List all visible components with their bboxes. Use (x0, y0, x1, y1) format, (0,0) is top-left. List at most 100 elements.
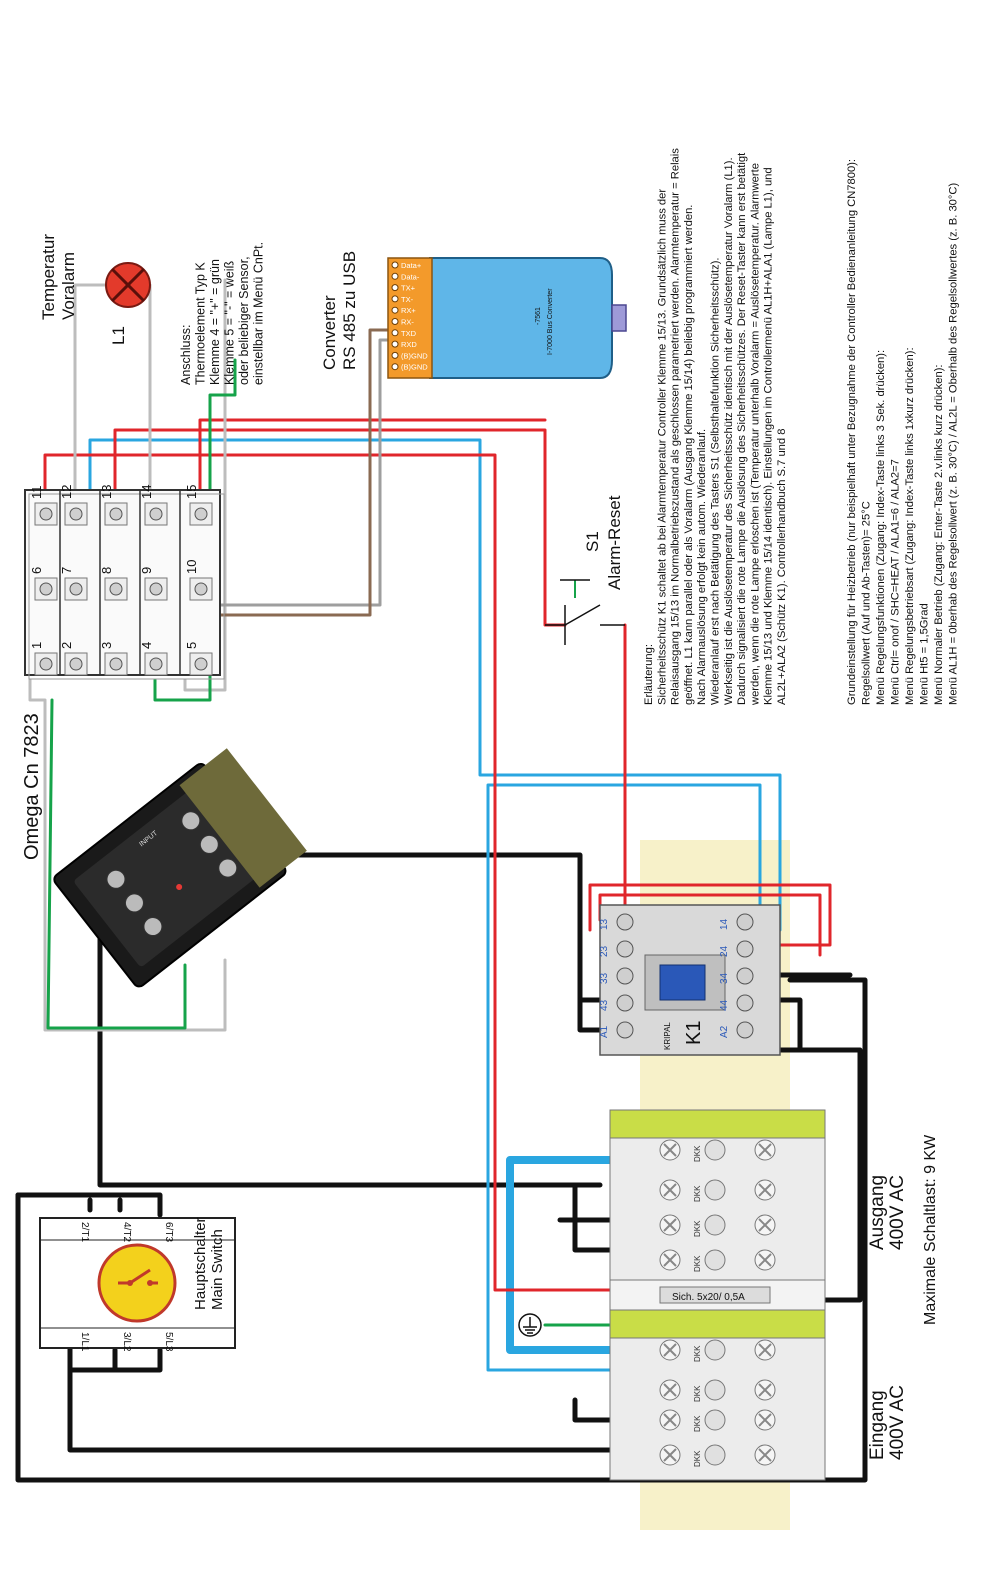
controller-terminal-number: 7 (59, 567, 74, 574)
max-load-label: Maximale Schaltlast: 9 KW (922, 1134, 939, 1325)
switch-terminal-bottom: 5/L3 (163, 1332, 174, 1352)
wire-blue-3 (506, 1156, 614, 1354)
terminal-block-label: DKK (693, 1450, 702, 1467)
converter-pin-label: Data+ (401, 261, 422, 270)
grundeinstellung-line: Grundeinstellung für Heizbetrieb (nur be… (846, 159, 858, 705)
screw-icon (736, 967, 754, 985)
lamp-l1 (105, 262, 151, 308)
screw-icon (149, 582, 163, 596)
contactor-terminal-number: 34 (719, 972, 730, 984)
explanation-line: Nach Alarmauslösung erfolgt kein autom. … (696, 429, 708, 705)
controller-terminal-number: 6 (29, 567, 44, 574)
contactor-terminal-number: 33 (599, 972, 610, 984)
contactor-terminal-number: 13 (599, 918, 610, 930)
anschluss-line: oder beliebiger Sensor, (237, 256, 251, 385)
explanation-line: Erläuterung: (643, 644, 655, 705)
screw-icon (704, 1214, 726, 1236)
screw-slot (663, 1383, 677, 1397)
fuse-label: Sich. 5x20/ 0,5A (672, 1292, 745, 1303)
screw-icon (704, 1379, 726, 1401)
converter-title-2: RS 485 zu USB (340, 251, 359, 370)
controller-terminal-number: 4 (139, 642, 154, 649)
screw-slot (758, 1448, 772, 1462)
controller-terminal-number: 3 (99, 642, 114, 649)
terminal-block-label: DKK (693, 1185, 702, 1202)
screw-icon (616, 1021, 634, 1039)
solid-state-relay: INPUT (53, 748, 307, 988)
explanation-line: Klemme 15/13 und Klemme 15/14 identisch)… (763, 167, 775, 705)
screw-slot (663, 1343, 677, 1357)
screw-slot (758, 1413, 772, 1427)
converter-pin-label: RXD (401, 340, 417, 349)
explanation-line: werden, wenn die rote Lampe erloschen is… (749, 163, 761, 706)
screw-slot (663, 1448, 677, 1462)
controller-terminal-number: 2 (59, 642, 74, 649)
screw-icon (704, 1444, 726, 1466)
wire-black-k1b (757, 1047, 863, 1303)
wire-black-out1 (572, 1182, 613, 1253)
screw-icon (39, 582, 53, 596)
screw-icon (109, 582, 123, 596)
screw-icon (736, 994, 754, 1012)
anschluss-line: Klemme 5 = "-" = weiß (223, 260, 237, 385)
controller-terminal-number: 14 (139, 485, 154, 499)
controller-terminal-number: 12 (59, 485, 74, 499)
grundeinstellung-line: Menü Regelungsbetriebsart (Zugang: Index… (904, 347, 916, 705)
terminal-block-label: DKK (693, 1345, 702, 1362)
main-switch-label: Main Switch (209, 1229, 226, 1310)
controller-terminal-number: 5 (184, 642, 199, 649)
explanation-note: Erläuterung:Sicherheitsschütz K1 schalte… (643, 148, 788, 706)
wire-grey-1 (73, 283, 107, 502)
anschluss-line: Klemme 4 = "+" = grün (208, 259, 222, 385)
controller-terminal-number: 15 (184, 485, 199, 499)
converter-pin-label: RX+ (401, 306, 416, 315)
wire-black-main (15, 977, 868, 1483)
main-switch (39, 1217, 236, 1349)
terminal-block-label: DKK (693, 1255, 702, 1272)
screw-icon (194, 507, 208, 521)
screw-icon (149, 507, 163, 521)
wires (15, 278, 868, 1483)
screw-slot (663, 1143, 677, 1157)
converter-pin-icon (391, 261, 399, 269)
anschluss-line: Anschluss: (179, 325, 193, 385)
screw-icon (704, 1139, 726, 1161)
converter-pin-icon (391, 306, 399, 314)
switch-terminal-top: 2/T1 (79, 1222, 90, 1242)
wire-black-k1d (772, 997, 803, 1053)
converter-pin-icon (391, 351, 399, 359)
contactor-terminal-number: 43 (599, 999, 610, 1011)
converter-pin-label: (B)GND (401, 363, 428, 372)
wire-blue-1 (88, 438, 782, 932)
grundeinstellung-line: Menü Normaler Betrieb (Zugang: Enter-Tas… (933, 364, 945, 705)
screw-icon (704, 1179, 726, 1201)
screw-icon (194, 582, 208, 596)
s1-reset-switch (545, 579, 625, 645)
explanation-line: Sicherheitsschütz K1 schaltet ab bei Ala… (656, 189, 668, 705)
converter-pin-icon (391, 363, 399, 371)
s1-label: S1 (583, 531, 602, 552)
contactor-terminal-number: 24 (719, 945, 730, 957)
wire-red-3 (198, 418, 547, 502)
converter-pin-label: Data- (401, 272, 420, 281)
wire-black-sw (15, 1192, 163, 1218)
eingang-label-2: 400V AC (887, 1385, 908, 1460)
contactor-label: K1 (683, 1021, 705, 1045)
screw-icon (69, 582, 83, 596)
wire-grey-5 (183, 338, 392, 607)
alarm-reset-label: Alarm-Reset (605, 495, 624, 590)
switch-terminal-bottom: 3/L2 (121, 1332, 132, 1352)
converter-model-1: -7561 (535, 307, 542, 325)
temp-voralarm-line1: Temperatur (39, 234, 58, 320)
grundeinstellung-line: Menü Regelungsfunktionen (Zugang: Index-… (875, 350, 887, 705)
eingang-label-1: Eingang (867, 1390, 888, 1460)
converter-pin-icon (391, 284, 399, 292)
wire-black-ssr (222, 852, 613, 1033)
terminal-block-label: DKK (693, 1145, 702, 1162)
converter-pin-icon (391, 272, 399, 280)
